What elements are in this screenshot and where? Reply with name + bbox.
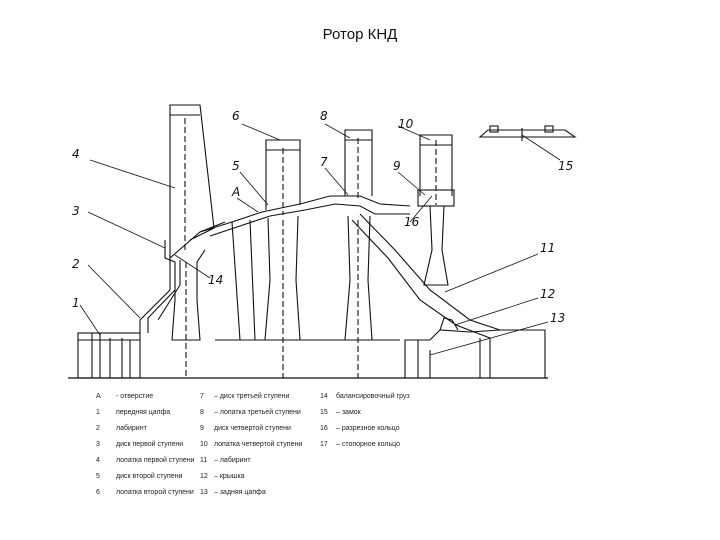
blade-stage-3 <box>344 129 373 196</box>
legend-row: 17– стопорное кольцо <box>320 441 400 448</box>
blade-stage-2 <box>265 139 301 210</box>
legend-row: А- отверстие <box>96 393 154 400</box>
blade-stage-4 <box>419 134 453 196</box>
callout-8: 8 <box>320 109 328 123</box>
callout-15: 15 <box>558 159 573 173</box>
callout-a: A <box>231 185 240 199</box>
callout-5: 5 <box>232 159 240 173</box>
callout-7: 7 <box>320 155 328 169</box>
legend-row: 12– крышка <box>200 473 245 480</box>
legend-row: 13– задняя цапфа <box>200 489 266 496</box>
disk-stage-1 <box>164 240 206 341</box>
callout-3: 3 <box>72 204 80 218</box>
callout-6: 6 <box>232 109 240 123</box>
legend-row: 11– лабиринт <box>200 457 251 464</box>
lock-detail <box>478 129 577 138</box>
legend-row: 8– лопатка третьей ступени <box>200 409 301 416</box>
callout-10: 10 <box>398 117 414 131</box>
legend-col-2: 7– диск третьей ступени 8– лопатка треть… <box>200 392 302 504</box>
callout-labels: 1 2 3 4 5 6 7 8 9 10 11 12 13 14 15 16 A <box>72 109 573 325</box>
callout-9: 9 <box>393 159 401 173</box>
callout-4: 4 <box>72 147 80 161</box>
rear-shaft <box>404 317 546 378</box>
legend-row: 15– замок <box>320 409 361 416</box>
callout-11: 11 <box>540 241 555 255</box>
drum <box>199 195 411 233</box>
page-title: Ротор КНД <box>322 26 398 43</box>
front-shaft <box>77 332 141 379</box>
callout-14: 14 <box>208 273 223 287</box>
callout-16: 16 <box>404 215 420 229</box>
legend-row: 16– разрезное кольцо <box>320 425 400 432</box>
callout-13: 13 <box>550 311 565 325</box>
disk-stage-4 <box>423 205 449 286</box>
legend-row: 7– диск третьей ступени <box>200 393 290 400</box>
rear-cone <box>351 213 501 339</box>
callout-12: 12 <box>540 287 555 301</box>
blade-stage-1 <box>169 104 215 258</box>
callout-1: 1 <box>72 296 80 310</box>
callout-2: 2 <box>72 257 80 271</box>
leader-lines <box>79 123 561 356</box>
